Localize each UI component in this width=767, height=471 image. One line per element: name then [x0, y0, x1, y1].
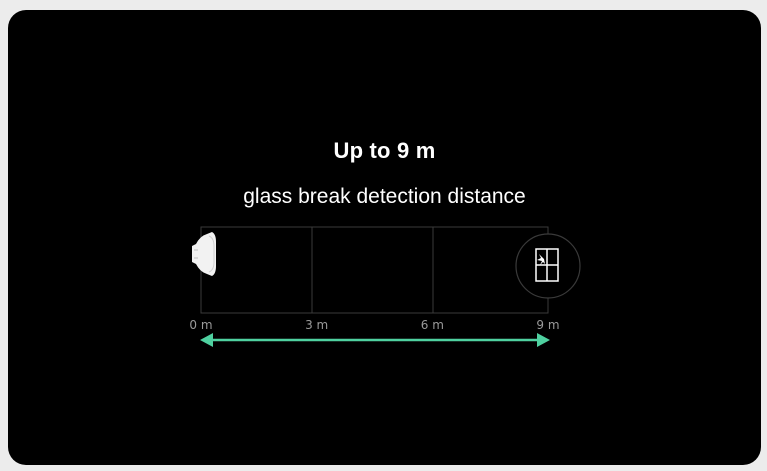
headline: Up to 9 m	[333, 138, 436, 163]
tick-labels: 0 m 3 m 6 m 9 m	[189, 318, 559, 332]
range-frame	[200, 226, 549, 314]
tick-label: 3 m	[305, 318, 328, 332]
broken-window-icon	[515, 233, 581, 299]
tick-label: 9 m	[536, 318, 559, 332]
glass-break-detector-icon	[192, 232, 216, 276]
info-card: Up to 9 m glass break detection distance…	[8, 10, 761, 465]
distance-arrow	[200, 333, 550, 347]
subheadline: glass break detection distance	[243, 185, 526, 208]
distance-diagram: 0 m 3 m 6 m 9 m	[189, 226, 581, 347]
tick-label: 0 m	[189, 318, 212, 332]
tick-label: 6 m	[421, 318, 444, 332]
